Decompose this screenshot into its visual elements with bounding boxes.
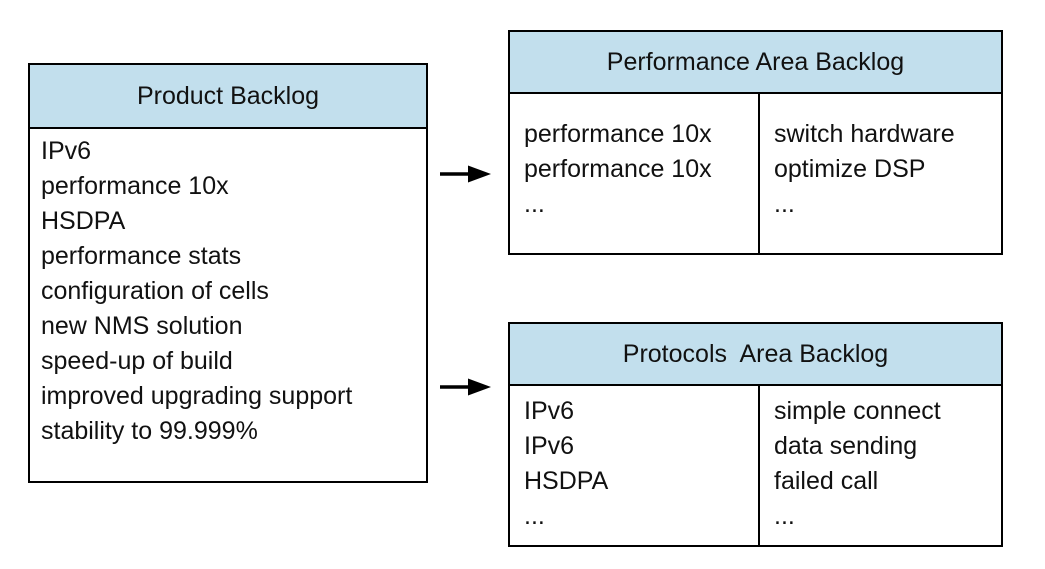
product-backlog-item: IPv6	[41, 137, 92, 165]
product-backlog-title: Product Backlog	[136, 81, 320, 110]
product-backlog-item: speed-up of build	[41, 347, 233, 375]
task-item: failed call	[774, 467, 879, 495]
product-backlog-item: performance stats	[41, 242, 242, 270]
task-item: switch hardware	[774, 120, 955, 148]
performance-area-backlog-header: Performance Area Backlog	[510, 32, 1001, 94]
product-backlog-item: improved upgrading support	[41, 382, 353, 410]
performance-area-backlog-box: Performance Area Backlog performance 10x…	[508, 30, 1003, 255]
feature-item: IPv6	[524, 397, 575, 425]
feature-item: HSDPA	[524, 467, 609, 495]
performance-area-backlog-title: Performance Area Backlog	[606, 47, 905, 76]
product-backlog-header: Product Backlog	[30, 65, 426, 129]
protocols-backlog-feature-column: IPv6 IPv6 HSDPA ...	[510, 386, 760, 545]
product-backlog-item: configuration of cells	[41, 277, 269, 305]
task-item: optimize DSP	[774, 155, 926, 183]
task-item: simple connect	[774, 397, 941, 425]
performance-backlog-feature-column: performance 10x performance 10x ...	[510, 94, 760, 253]
feature-item: performance 10x	[524, 155, 712, 183]
feature-item: ...	[524, 190, 545, 218]
protocols-area-backlog-body: IPv6 IPv6 HSDPA ... simple connect data …	[510, 386, 1001, 545]
product-backlog-list: IPv6 performance 10x HSDPA performance s…	[30, 129, 426, 449]
product-backlog-item: HSDPA	[41, 207, 126, 235]
protocols-area-backlog-title: Protocols Area Backlog	[622, 339, 889, 368]
feature-item: performance 10x	[524, 120, 712, 148]
performance-backlog-task-column: switch hardware optimize DSP ...	[760, 94, 1001, 253]
task-item: ...	[774, 502, 795, 530]
arrow-right-icon	[440, 378, 491, 396]
task-item: data sending	[774, 432, 918, 460]
protocols-area-backlog-box: Protocols Area Backlog IPv6 IPv6 HSDPA .…	[508, 322, 1003, 547]
protocols-backlog-task-column: simple connect data sending failed call …	[760, 386, 1001, 545]
product-backlog-item: performance 10x	[41, 172, 229, 200]
arrow-right-icon	[440, 165, 491, 183]
product-backlog-item: new NMS solution	[41, 312, 243, 340]
feature-item: IPv6	[524, 432, 575, 460]
feature-item: ...	[524, 502, 545, 530]
performance-area-backlog-body: performance 10x performance 10x ... swit…	[510, 94, 1001, 253]
product-backlog-box: Product Backlog IPv6 performance 10x HSD…	[28, 63, 428, 483]
task-item: ...	[774, 190, 795, 218]
protocols-area-backlog-header: Protocols Area Backlog	[510, 324, 1001, 386]
product-backlog-item: stability to 99.999%	[41, 417, 258, 445]
